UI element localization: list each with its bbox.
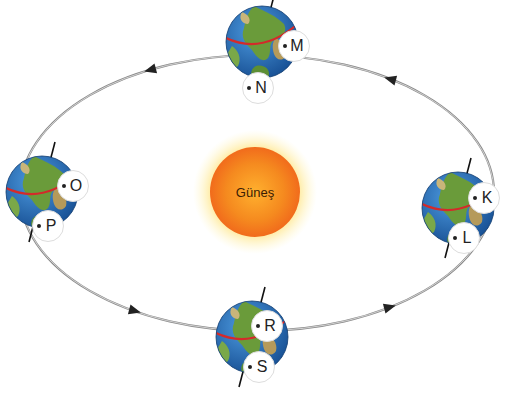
point-marker: O — [57, 170, 89, 202]
earth — [2, 142, 82, 242]
point-marker: M — [278, 30, 310, 62]
sun-disc: Güneş — [210, 147, 300, 237]
point-label: L — [463, 229, 472, 247]
point-label: S — [257, 358, 268, 376]
point-dot — [283, 44, 287, 48]
point-label: R — [264, 317, 276, 335]
point-dot — [453, 236, 457, 240]
point-dot — [37, 224, 41, 228]
sun-label: Güneş — [236, 185, 274, 200]
orbit — [20, 55, 494, 331]
point-dot — [247, 86, 251, 90]
point-label: P — [46, 217, 57, 235]
point-dot — [256, 324, 260, 328]
point-dot — [248, 365, 252, 369]
point-marker: R — [251, 310, 283, 342]
point-dot — [473, 196, 477, 200]
point-marker: L — [448, 222, 480, 254]
earth — [212, 287, 292, 387]
point-marker: S — [243, 351, 275, 383]
point-label: O — [70, 177, 82, 195]
point-dot — [62, 184, 66, 188]
point-marker: K — [468, 182, 500, 214]
point-marker: P — [32, 210, 64, 242]
point-marker: N — [242, 72, 274, 104]
point-label: N — [255, 79, 267, 97]
point-label: M — [290, 37, 303, 55]
sun-glow — [193, 130, 317, 254]
point-label: K — [482, 189, 493, 207]
